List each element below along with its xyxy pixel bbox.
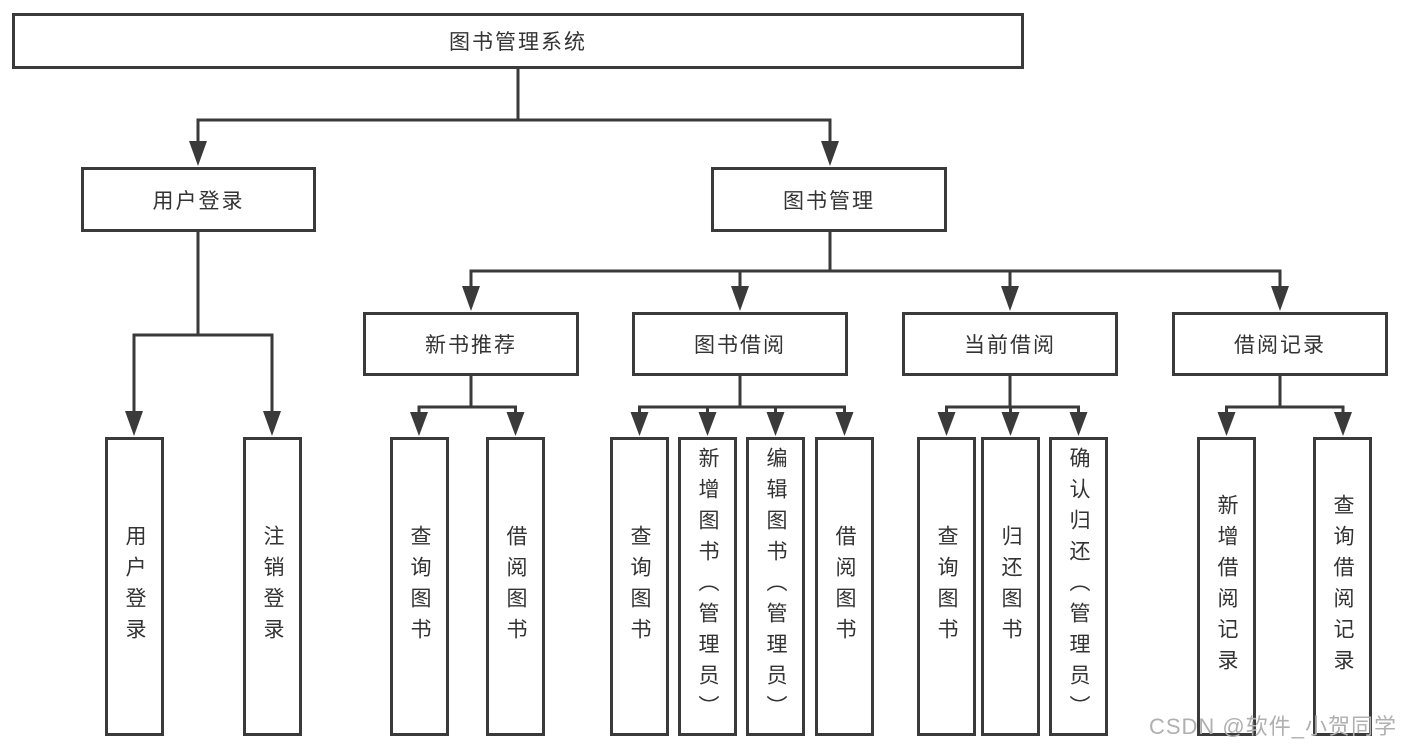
leaf-add-books-admin: 新增图书（管理员）: [678, 437, 737, 736]
node-library-management-system: 图书管理系统: [12, 13, 1024, 69]
connector-new-book-recommend-children: [410, 376, 525, 436]
node-label: 新书推荐: [425, 334, 517, 357]
node-label: 图书管理系统: [449, 31, 587, 54]
leaf-label: 借阅图书: [833, 524, 856, 649]
leaf-label: 借阅图书: [504, 524, 527, 649]
node-new-book-recommend: 新书推荐: [363, 312, 579, 376]
leaf-label: 注销登录: [261, 524, 284, 649]
node-book-management: 图书管理: [711, 167, 947, 232]
leaf-user-login: 用户登录: [105, 437, 164, 736]
connector-borrowing-records-children: [1217, 376, 1352, 436]
leaf-label: 新增借阅记录: [1215, 493, 1238, 680]
leaf-label: 查询图书: [628, 524, 651, 649]
leaf-label: 查询图书: [935, 524, 958, 649]
leaf-return-books: 归还图书: [981, 437, 1040, 736]
csdn-watermark: CSDN @软件_小贺同学: [1148, 714, 1397, 739]
leaf-label: 查询图书: [408, 524, 431, 649]
node-borrowing-records: 借阅记录: [1172, 312, 1388, 376]
node-label: 当前借阅: [964, 334, 1056, 357]
node-label: 借阅记录: [1234, 334, 1326, 357]
node-label: 图书管理: [783, 189, 875, 213]
leaf-query-borrow-record: 查询借阅记录: [1313, 437, 1372, 736]
leaf-query-books-current: 查询图书: [917, 437, 976, 736]
leaf-logout: 注销登录: [243, 437, 302, 736]
leaf-borrow-books-borrowing: 借阅图书: [815, 437, 874, 736]
leaf-edit-books-admin: 编辑图书（管理员）: [746, 437, 805, 736]
connector-root-to-level2: [189, 69, 839, 166]
leaf-label: 查询借阅记录: [1331, 493, 1354, 680]
leaf-confirm-return-admin: 确认归还（管理员）: [1049, 437, 1108, 736]
connector-book-borrowing-children: [630, 376, 854, 436]
node-label: 用户登录: [152, 189, 245, 213]
node-book-borrowing: 图书借阅: [632, 312, 848, 376]
leaf-borrow-books-recommend: 借阅图书: [486, 437, 545, 736]
node-current-borrowing: 当前借阅: [902, 312, 1118, 376]
leaf-label: 编辑图书（管理员）: [764, 447, 787, 726]
leaf-label: 新增图书（管理员）: [696, 447, 719, 726]
connector-user-login-children: [125, 232, 281, 436]
leaf-label: 用户登录: [123, 524, 146, 649]
node-label: 图书借阅: [694, 334, 786, 357]
leaf-query-books-recommend: 查询图书: [390, 437, 449, 736]
leaf-label: 确认归还（管理员）: [1067, 447, 1090, 726]
leaf-query-books-borrowing: 查询图书: [610, 437, 669, 736]
connector-current-borrowing-children: [937, 376, 1088, 436]
connector-book-management-children: [462, 232, 1289, 311]
node-user-login: 用户登录: [81, 167, 316, 232]
leaf-label: 归还图书: [999, 524, 1022, 649]
leaf-add-borrow-record: 新增借阅记录: [1197, 437, 1256, 736]
